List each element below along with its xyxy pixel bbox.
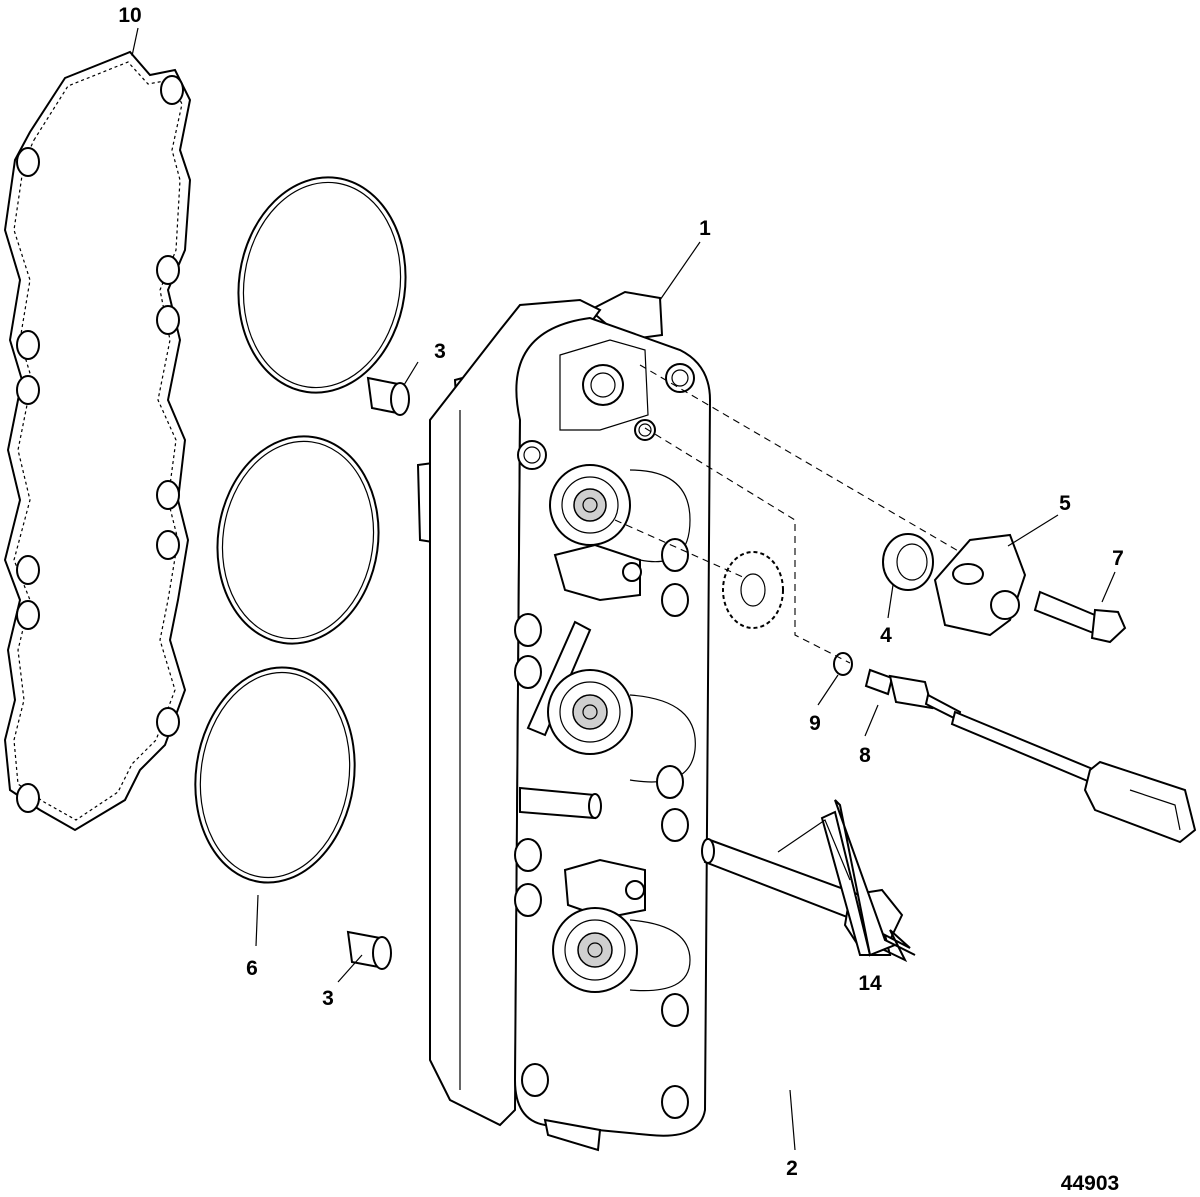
alignment-line-sensor <box>639 364 961 553</box>
sender-part-8[interactable] <box>864 668 1197 844</box>
o-ring-part-6-bottom[interactable] <box>182 657 369 893</box>
bolt-part-7[interactable] <box>1033 590 1127 644</box>
alignment-line-sender <box>644 427 851 664</box>
callout-3-upper: 3 <box>434 340 446 363</box>
gasket-part-10[interactable] <box>3 50 192 832</box>
callout-1: 1 <box>699 217 711 240</box>
leader-lines <box>131 27 1116 1151</box>
housing-part-1[interactable] <box>416 290 712 1152</box>
callout-3-lower: 3 <box>322 987 334 1010</box>
callout-2: 2 <box>786 1157 798 1180</box>
o-ring-part-6-top[interactable] <box>225 166 419 403</box>
dowel-pin-part-3-upper[interactable] <box>366 376 410 416</box>
callout-10: 10 <box>118 4 141 27</box>
callout-7: 7 <box>1112 547 1124 570</box>
callout-8: 8 <box>859 744 871 767</box>
callout-14: 14 <box>858 972 882 995</box>
sealant-tube-part-14[interactable] <box>820 799 916 963</box>
sensor-part-5[interactable] <box>933 533 1027 637</box>
callout-4: 4 <box>880 624 892 647</box>
seal-part-4[interactable] <box>882 533 934 591</box>
dowel-pin-part-3-lower[interactable] <box>346 930 392 970</box>
washer[interactable] <box>722 551 784 629</box>
callout-9: 9 <box>809 712 821 735</box>
callout-6: 6 <box>246 957 258 980</box>
washer-part-9[interactable] <box>833 652 853 676</box>
figure-id: 44903 <box>1061 1172 1119 1195</box>
callout-5: 5 <box>1059 492 1071 515</box>
o-ring-part-6-middle[interactable] <box>204 426 391 654</box>
